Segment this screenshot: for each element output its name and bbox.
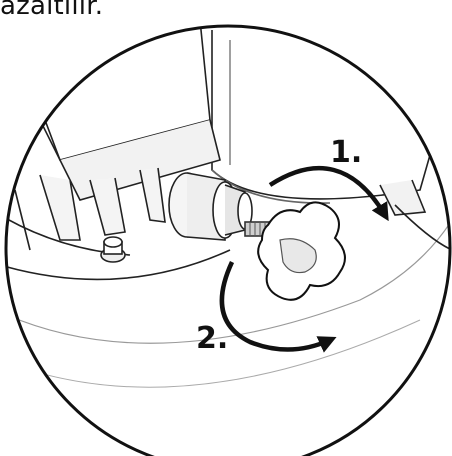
- rotate-clockwise-arrow-icon: [268, 165, 389, 222]
- instruction-caption: azaltılır.: [0, 0, 104, 21]
- rotate-clockwise-arrow-icon: [219, 261, 337, 353]
- step-1-label: 1.: [330, 135, 362, 170]
- machine-base-detail: [6, 26, 450, 388]
- detail-frame-circle: [4, 24, 452, 456]
- step-2-label: 2.: [196, 321, 228, 356]
